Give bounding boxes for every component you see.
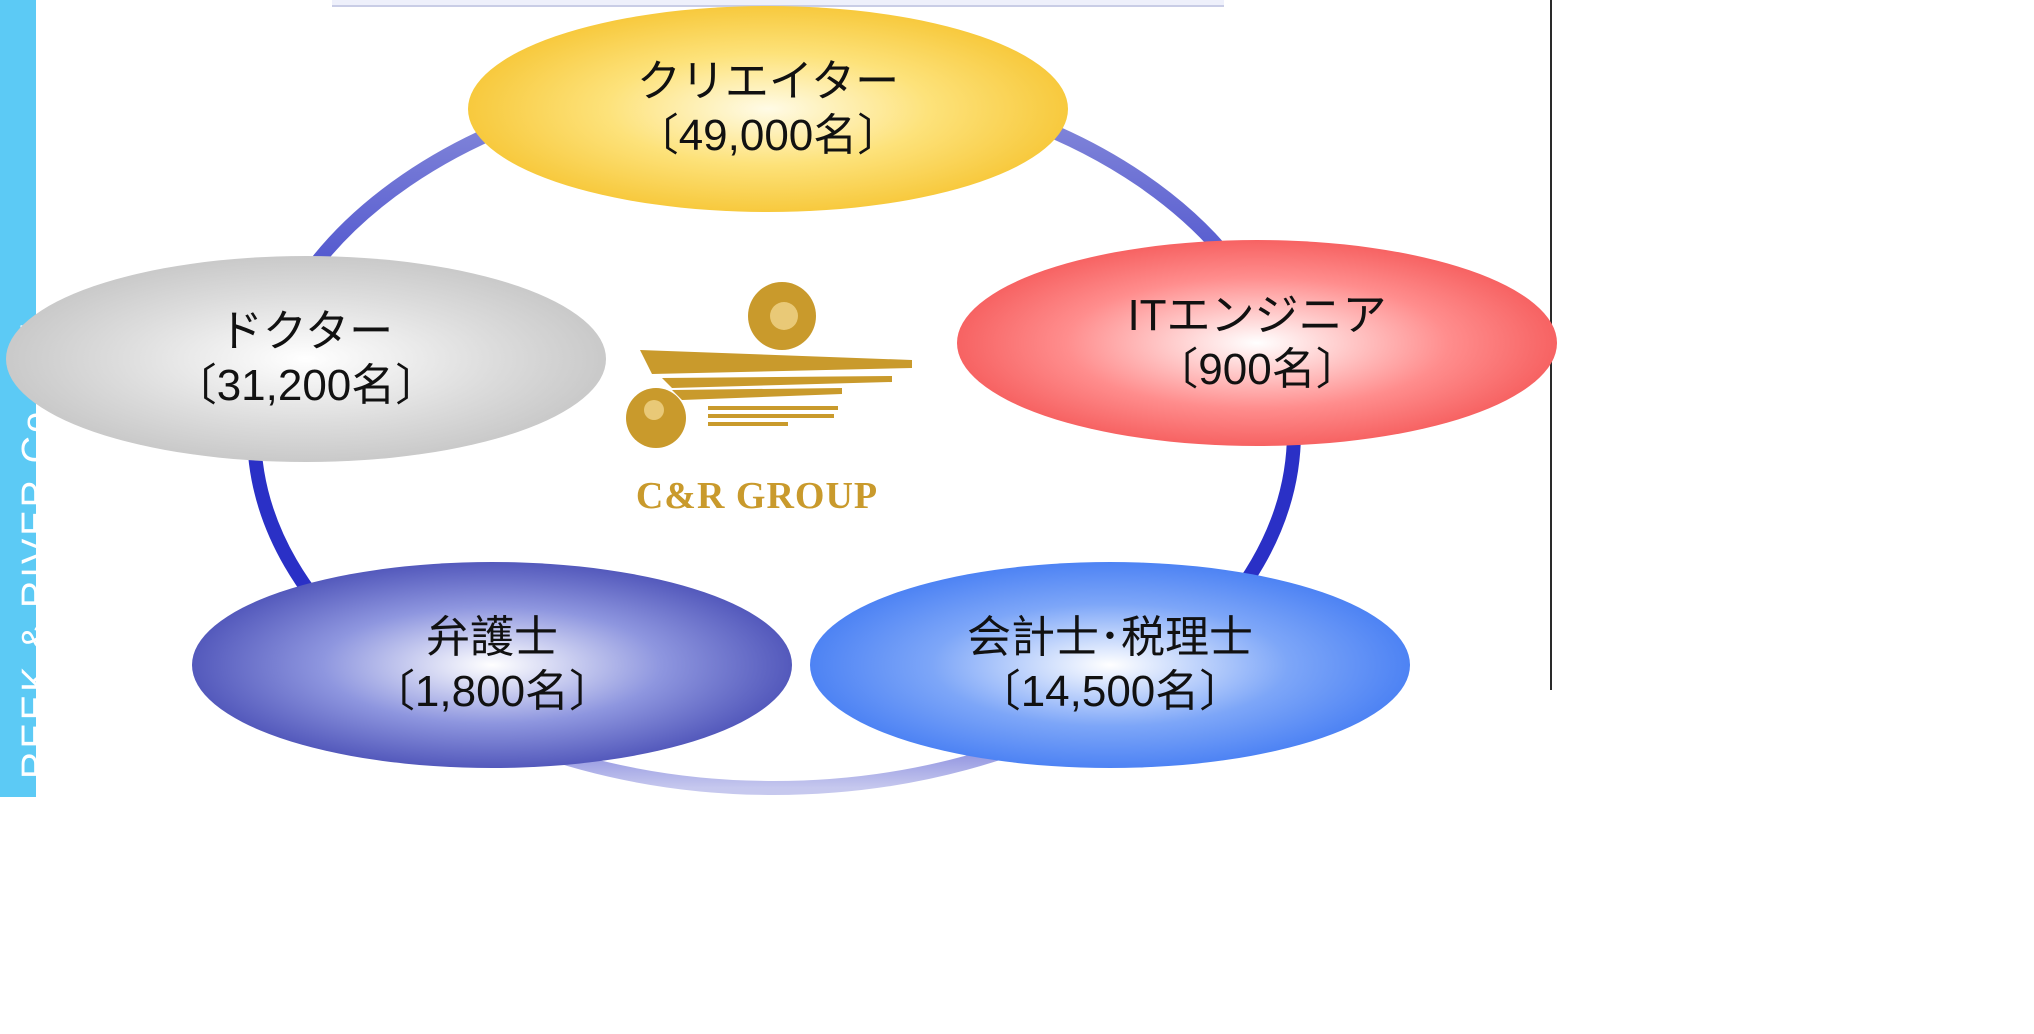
node-accountant: 会計士･税理士 〔14,500名〕 bbox=[810, 562, 1410, 768]
node-doctor-name: ドクター bbox=[218, 307, 394, 356]
node-it-engineer: ITエンジニア 〔900名〕 bbox=[957, 240, 1557, 446]
node-lawyer-name: 弁護士 bbox=[426, 613, 558, 662]
node-doctor-count: 〔31,200名〕 bbox=[172, 361, 440, 410]
node-accountant-name: 会計士･税理士 bbox=[967, 613, 1253, 662]
node-lawyer-count: 〔1,800名〕 bbox=[370, 667, 614, 716]
node-it-engineer-count: 〔900名〕 bbox=[1154, 345, 1360, 394]
node-creator-name: クリエイター bbox=[636, 57, 900, 106]
node-doctor: ドクター 〔31,200名〕 bbox=[6, 256, 606, 462]
node-accountant-count: 〔14,500名〕 bbox=[976, 667, 1244, 716]
node-creator-count: 〔49,000名〕 bbox=[634, 111, 902, 160]
group-logo: C&R GROUP bbox=[612, 278, 922, 518]
node-it-engineer-name: ITエンジニア bbox=[1127, 291, 1387, 340]
logo-emblem-icon bbox=[626, 282, 912, 448]
logo-text: C&R GROUP bbox=[635, 475, 879, 517]
node-creator: クリエイター 〔49,000名〕 bbox=[468, 6, 1068, 212]
node-lawyer: 弁護士 〔1,800名〕 bbox=[192, 562, 792, 768]
